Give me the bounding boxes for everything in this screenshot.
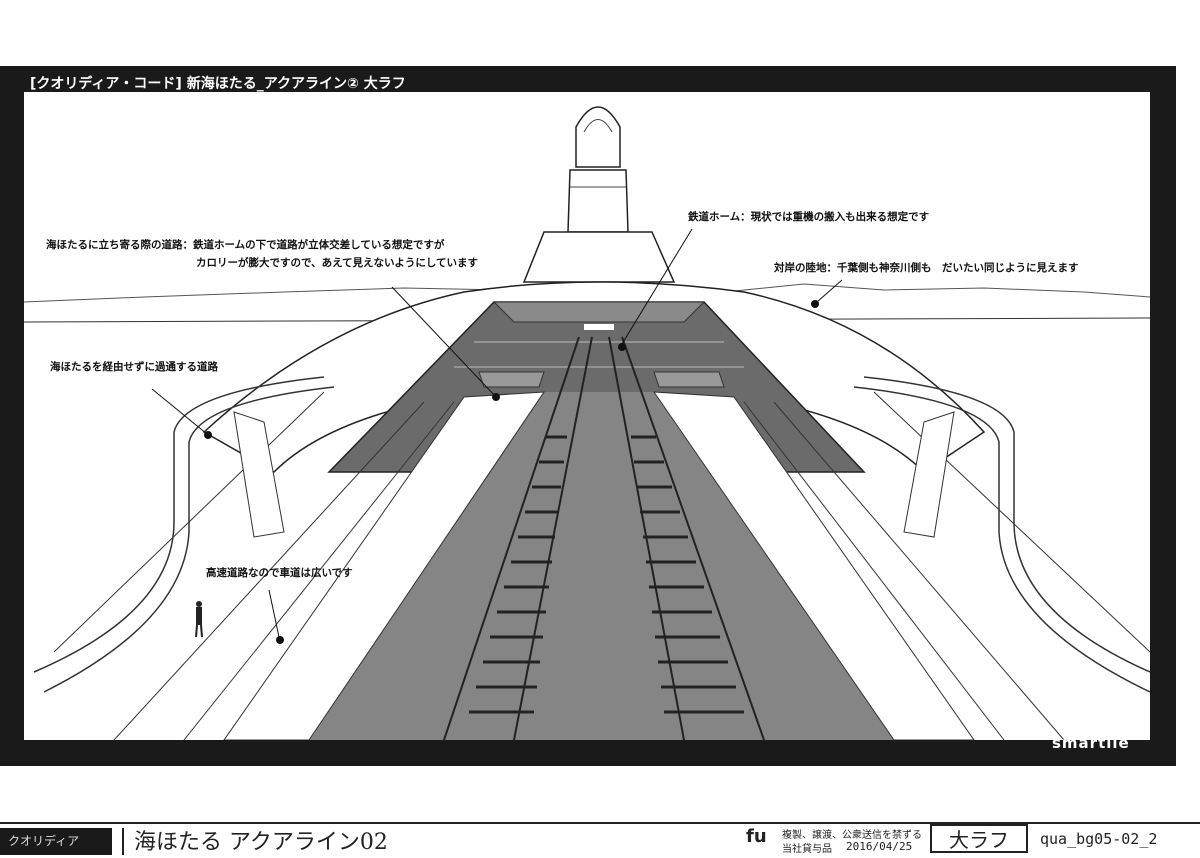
footer-notice: 複製、譲渡、公衆送信を禁ずる — [782, 830, 922, 841]
cut-code: qua_bg05-02_2 — [1040, 830, 1158, 848]
footer-date: 2016/04/25 — [846, 840, 913, 853]
footer-logo: クオリディア — [0, 828, 112, 855]
highway-note: 高速道路なので車道は広いです — [206, 567, 353, 579]
brand-logo: smartile — [1052, 734, 1130, 752]
platform-note: 鉄道ホーム：現状では重機の搬入も出来る想定です — [688, 211, 930, 223]
fu-logo: fu — [746, 826, 767, 847]
sketch-drawing — [24, 106, 1150, 740]
road-note-line2: カロリーが膨大ですので、あえて見えないようにしています — [196, 257, 479, 269]
footer-title: 海ほたる アクアライン02 — [134, 830, 388, 855]
footer-separator — [122, 828, 124, 855]
footer-strip: クオリディア 海ほたる アクアライン02 fu 複製、譲渡、公衆送信を禁ずる 当… — [0, 822, 1200, 855]
sheet-title: [クオリディア・コード] 新海ほたる_アクアライン② 大ラフ — [30, 76, 406, 92]
bypass-note: 海ほたるを経由せずに過通する道路 — [50, 361, 218, 373]
footer-notice2: 当社貸与品 — [782, 844, 832, 855]
background-sketch: 海ほたるに立ち寄る際の道路：鉄道ホームの下で道路が立体交差している想定ですが カ… — [24, 92, 1150, 740]
road-note-line1: 海ほたるに立ち寄る際の道路：鉄道ホームの下で道路が立体交差している想定ですが — [46, 239, 445, 251]
shore-note: 対岸の陸地：千葉側も神奈川側も だいたい同じように見えます — [774, 262, 1079, 274]
stage-label: 大ラフ — [930, 824, 1028, 853]
